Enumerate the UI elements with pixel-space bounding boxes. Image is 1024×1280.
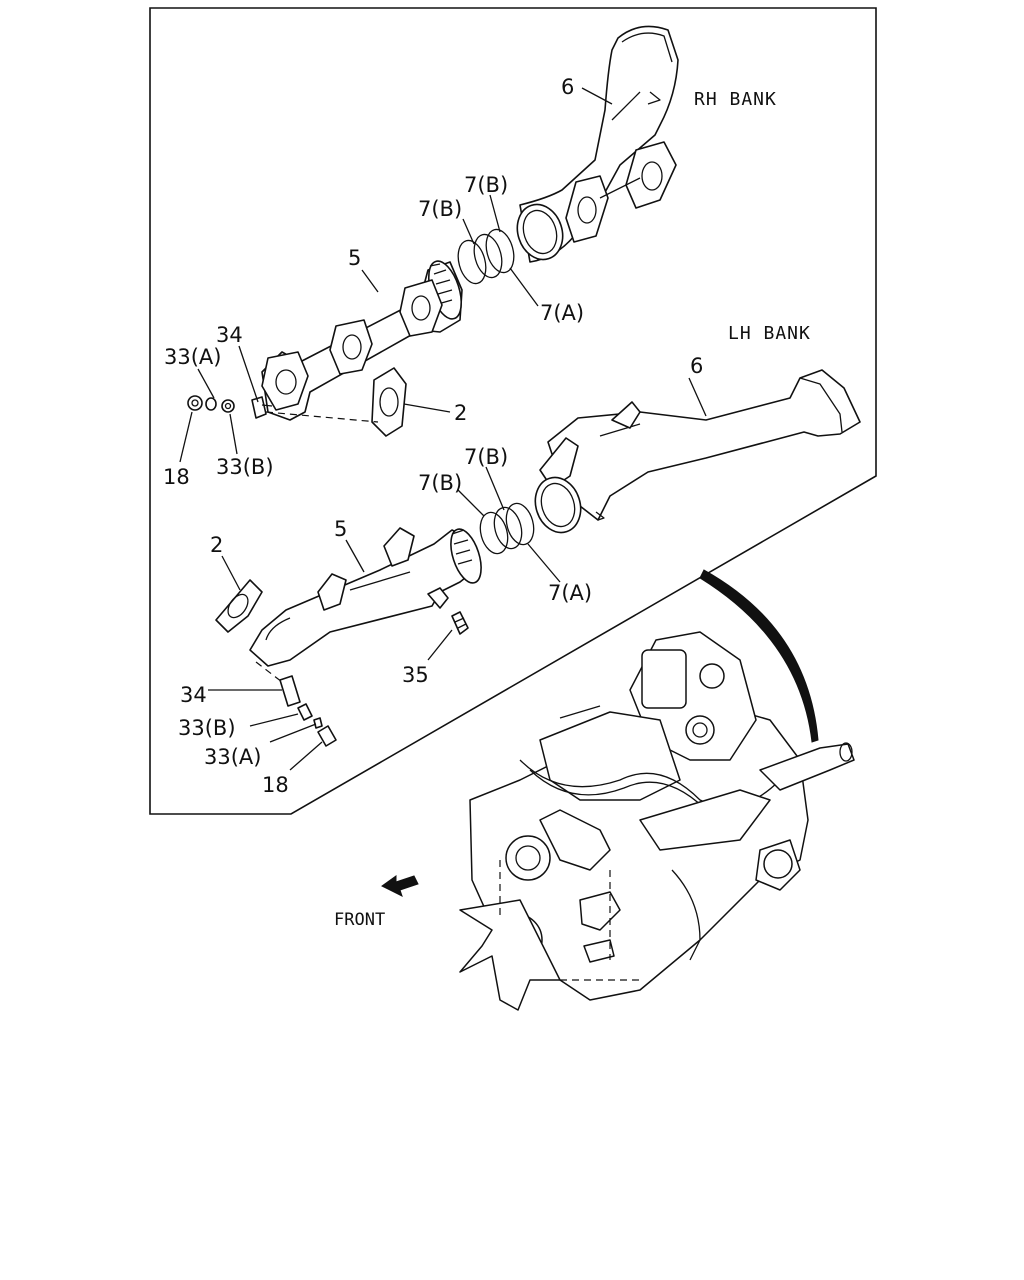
callout-lh-washer-a: 33(A) (204, 745, 261, 769)
detail-pointer-arc (699, 569, 819, 743)
callout-rh-exhaust-pipe: 6 (561, 75, 574, 99)
lh-leader-lines (208, 377, 707, 771)
callout-lh-ring-b-lower: 7(B) (418, 471, 462, 495)
callout-lh-ring-a: 7(A) (548, 581, 592, 605)
callout-rh-washer-b: 33(B) (216, 455, 274, 479)
lh-exhaust-pipe (539, 369, 861, 521)
callout-lh-manifold: 5 (334, 517, 347, 541)
callout-rh-nut: 18 (163, 465, 190, 489)
rh-gasket (371, 367, 407, 437)
rh-fasteners (187, 395, 273, 419)
rh-exhaust-pipe (519, 25, 679, 263)
callout-rh-ring-a: 7(A) (540, 301, 584, 325)
detail-frame (149, 7, 877, 815)
front-label: FRONT (334, 910, 385, 930)
rh-rings (457, 203, 564, 285)
engine-assembly (459, 631, 855, 1011)
callout-rh-washer-a: 33(A) (164, 345, 221, 369)
callout-lh-washer-b: 33(B) (178, 716, 236, 740)
lh-fasteners (279, 611, 469, 747)
callout-rh-stud: 34 (216, 323, 243, 347)
callout-lh-nut: 18 (262, 773, 289, 797)
callout-lh-stud: 34 (180, 683, 207, 707)
callout-lh-bolt: 35 (402, 663, 429, 687)
callout-rh-ring-b-lower: 7(B) (418, 197, 462, 221)
callout-lh-ring-b-upper: 7(B) (464, 445, 508, 469)
callout-lh-gasket: 2 (210, 533, 223, 557)
callout-rh-manifold: 5 (348, 246, 361, 270)
callout-lh-exhaust-pipe: 6 (690, 354, 703, 378)
lh-rings (479, 476, 582, 555)
lh-exhaust-manifold (249, 527, 482, 667)
rh-exhaust-manifold (261, 260, 463, 421)
callout-rh-ring-b-upper: 7(B) (464, 173, 508, 197)
callout-rh-gasket: 2 (454, 401, 467, 425)
front-arrow-icon (381, 875, 419, 897)
lh-gasket (215, 579, 263, 633)
lh-bank-label: LH BANK (728, 323, 811, 344)
rh-leader-lines (179, 87, 613, 463)
rh-bank-label: RH BANK (694, 89, 777, 110)
